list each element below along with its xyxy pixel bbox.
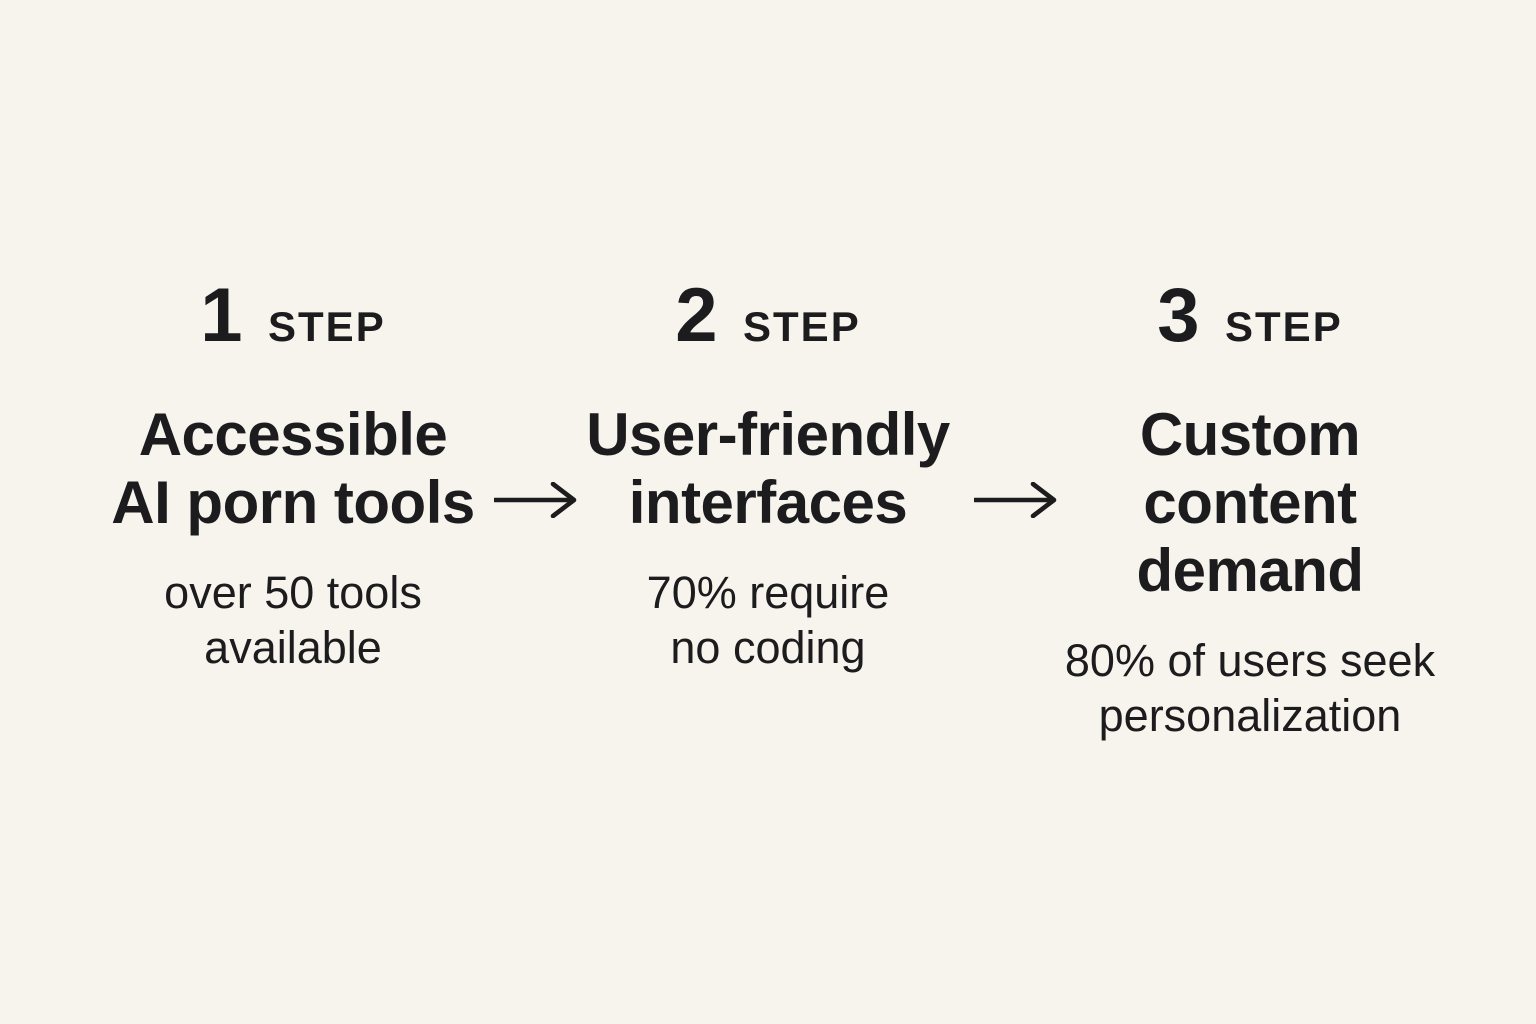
step-subtitle: 70% require no coding (646, 567, 890, 674)
step-number: 2 (675, 273, 717, 358)
step-number: 3 (1157, 273, 1199, 358)
step-header: 3 STEP (1040, 272, 1460, 359)
step-subtitle: over 50 tools available (164, 567, 422, 674)
step-title: User-friendly interfaces (586, 401, 950, 537)
step-header: 1 STEP (83, 272, 503, 359)
step-label: STEP (268, 303, 386, 350)
step-column-2: 2 STEP User-friendly interfaces 70% requ… (558, 272, 978, 675)
step-number: 1 (200, 273, 242, 358)
step-subtitle: 80% of users seek personalization (1064, 635, 1436, 742)
right-arrow-icon (974, 482, 1058, 518)
step-label: STEP (743, 303, 861, 350)
step-column-3: 3 STEP Custom content demand 80% of user… (1040, 272, 1460, 743)
right-arrow-icon (494, 482, 578, 518)
step-title: Accessible AI porn tools (111, 401, 475, 537)
step-column-1: 1 STEP Accessible AI porn tools over 50 … (83, 272, 503, 675)
step-label: STEP (1225, 303, 1343, 350)
step-title: Custom content demand (1136, 401, 1364, 605)
step-header: 2 STEP (558, 272, 978, 359)
